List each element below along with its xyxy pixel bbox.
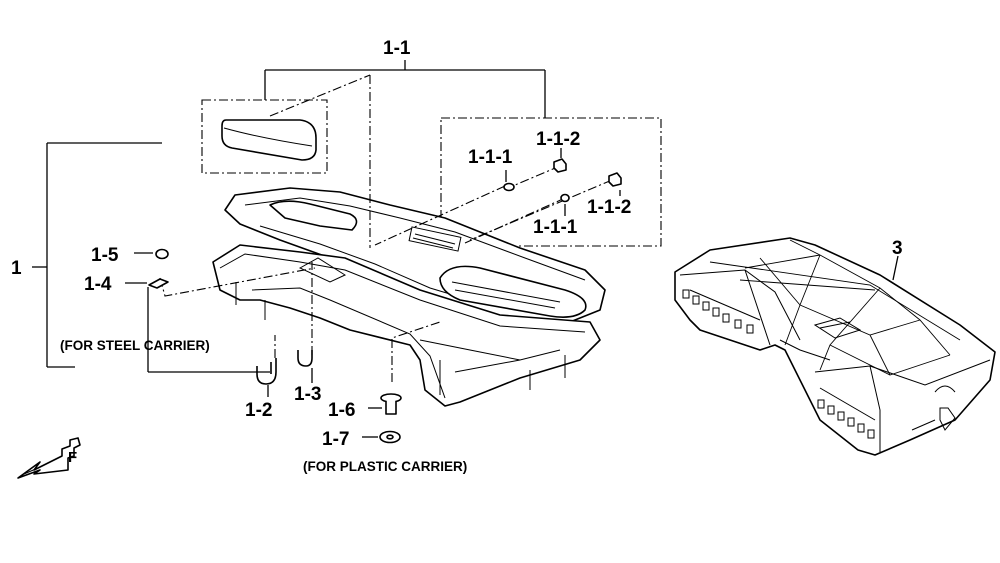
label-1-1-2-upper: 1-1-2 xyxy=(536,129,580,150)
label-1-1: 1-1 xyxy=(383,38,411,59)
hook-1-2 xyxy=(256,358,277,385)
label-1-1-1-upper: 1-1-1 xyxy=(468,147,513,168)
hook-1-3 xyxy=(297,350,313,367)
bolt-1-6 xyxy=(380,393,402,415)
label-1-5: 1-5 xyxy=(91,245,119,266)
fastener-cap-1-1-2-upper xyxy=(553,158,567,173)
dashed-leaders xyxy=(159,74,613,382)
bracket-1 xyxy=(32,142,162,368)
fastener-nut-1-1-1-lower xyxy=(560,193,570,203)
cargo-net xyxy=(709,239,961,376)
grommet-1-7 xyxy=(379,430,401,444)
label-1-6: 1-6 xyxy=(328,400,355,421)
bracket-1-1 xyxy=(264,60,546,118)
label-1: 1 xyxy=(11,258,22,279)
bracket-steel-hooks xyxy=(147,287,270,373)
front-arrow-icon xyxy=(17,437,81,479)
label-leaders xyxy=(125,148,899,438)
carrier-lower-body xyxy=(212,244,601,407)
cushion-pad xyxy=(221,119,317,161)
washer-plate-1-4 xyxy=(148,278,169,289)
label-1-7: 1-7 xyxy=(322,429,349,450)
carrier-side-slots xyxy=(682,289,875,439)
pad-detail-box xyxy=(201,99,328,174)
note-steel-carrier: (FOR STEEL CARRIER) xyxy=(60,338,210,353)
label-1-1-2-lower: 1-1-2 xyxy=(587,197,631,218)
fastener-cap-1-1-2-lower xyxy=(608,172,622,187)
fastener-detail-box xyxy=(440,117,662,247)
label-1-1-1-lower: 1-1-1 xyxy=(533,217,578,238)
label-1-2: 1-2 xyxy=(245,400,272,421)
label-3: 3 xyxy=(892,238,903,259)
fastener-nut-1-1-1-upper xyxy=(503,182,515,192)
note-plastic-carrier: (FOR PLASTIC CARRIER) xyxy=(303,459,467,474)
label-1-4: 1-4 xyxy=(84,274,112,295)
label-1-3: 1-3 xyxy=(294,384,321,405)
carrier-with-cargo-net xyxy=(674,237,996,456)
fastener-1-5 xyxy=(155,248,169,260)
front-letter: F xyxy=(68,449,77,466)
